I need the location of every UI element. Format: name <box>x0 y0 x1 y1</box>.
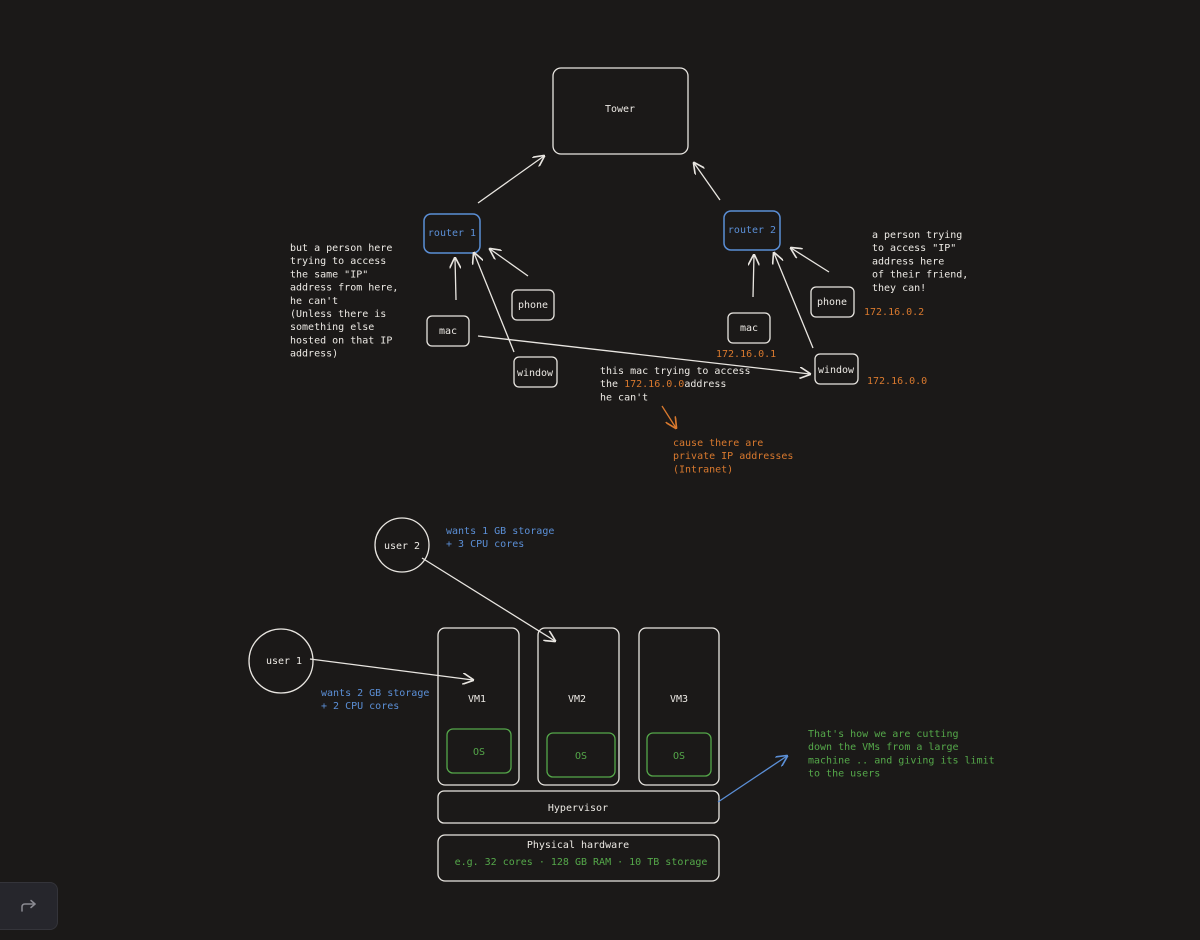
user-1-note: wants 2 GB storage + 2 CPU cores <box>321 688 435 712</box>
router-2-to-tower-arrow[interactable] <box>694 163 721 201</box>
tower-label: Tower <box>605 104 635 115</box>
os-3-label: OS <box>673 751 685 762</box>
private-ip-note: cause there are private IP addresses (In… <box>673 438 799 475</box>
router-1-to-tower-arrow[interactable] <box>477 156 544 204</box>
os-2-box[interactable] <box>546 732 616 778</box>
os-1-box[interactable] <box>446 728 512 774</box>
hardware-spec-label: e.g. 32 cores · 128 GB RAM · 10 TB stora… <box>455 857 708 868</box>
window-2-to-router-2-arrow[interactable] <box>774 253 814 349</box>
user-1-to-vm-1-arrow[interactable] <box>309 658 473 680</box>
mac-1-label: mac <box>439 326 457 337</box>
router-2-label: router 2 <box>728 225 776 236</box>
phone-2-to-router-2-arrow[interactable] <box>791 248 830 273</box>
mac-1-to-router-1-arrow[interactable] <box>455 258 456 301</box>
os-2-label: OS <box>575 751 587 762</box>
vm-3-box[interactable]: VM3 OS <box>638 627 720 786</box>
phone-1-node[interactable]: phone <box>511 289 555 321</box>
mac-note: this mac trying to access the 172.16.0.0… <box>600 366 757 403</box>
vm-2-box[interactable]: VM2 OS <box>537 627 620 786</box>
os-3-box[interactable] <box>646 732 712 777</box>
user-2-note: wants 1 GB storage + 3 CPU cores <box>446 526 560 550</box>
router-2-node[interactable]: router 2 <box>723 210 781 251</box>
user-2-node[interactable]: user 2 <box>374 517 430 573</box>
window-1-node[interactable]: window <box>513 356 558 388</box>
mac-1-to-window-2-arrow[interactable] <box>477 335 810 374</box>
vm-2-label: VM2 <box>568 694 586 705</box>
vm-note-arrow[interactable] <box>717 756 787 803</box>
hypervisor-label: Hypervisor <box>548 803 608 814</box>
vm-3-label: VM3 <box>670 694 688 705</box>
phone-1-label: phone <box>518 300 548 311</box>
mac-2-ip-label: 172.16.0.1 <box>716 349 776 360</box>
user-1-node[interactable]: user 1 <box>248 628 314 694</box>
phone-1-to-router-1-arrow[interactable] <box>490 249 529 277</box>
os-1-label: OS <box>473 747 485 758</box>
window-2-label: window <box>818 365 855 376</box>
vm-1-label: VM1 <box>468 694 486 705</box>
redo-button[interactable] <box>0 882 58 930</box>
mac-2-to-router-2-arrow[interactable] <box>753 255 754 298</box>
physical-hardware-label: Physical hardware <box>527 840 629 851</box>
window-1-label: window <box>517 368 554 379</box>
phone-2-node[interactable]: phone <box>810 286 855 318</box>
tower-node[interactable]: Tower <box>552 67 689 155</box>
user-1-label: user 1 <box>266 656 302 667</box>
mac-2-node[interactable]: mac <box>727 312 771 344</box>
window-2-ip-label: 172.16.0.0 <box>867 376 927 387</box>
user-2-to-vm-2-arrow[interactable] <box>421 557 555 641</box>
vm-1-box[interactable]: VM1 OS <box>437 627 520 786</box>
router-1-node[interactable]: router 1 <box>423 213 481 254</box>
right-note: a person trying to access "IP" address h… <box>872 230 974 294</box>
phone-2-label: phone <box>817 297 847 308</box>
mac-1-node[interactable]: mac <box>426 315 470 347</box>
window-2-node[interactable]: window <box>814 353 859 385</box>
phone-2-ip-label: 172.16.0.2 <box>864 307 924 318</box>
private-ip-arrow[interactable] <box>661 405 676 428</box>
mac-2-label: mac <box>740 323 758 334</box>
window-1-to-router-1-arrow[interactable] <box>474 253 515 353</box>
hypervisor-box[interactable]: Hypervisor <box>437 790 720 824</box>
router-1-label: router 1 <box>428 228 476 239</box>
left-note: but a person here trying to access the s… <box>290 243 404 360</box>
redo-arrow-icon <box>20 899 36 912</box>
vm-note: That's how we are cutting down the VMs f… <box>808 729 1001 780</box>
physical-hardware-box[interactable]: Physical hardware e.g. 32 cores · 128 GB… <box>437 834 720 882</box>
user-2-label: user 2 <box>384 541 420 552</box>
